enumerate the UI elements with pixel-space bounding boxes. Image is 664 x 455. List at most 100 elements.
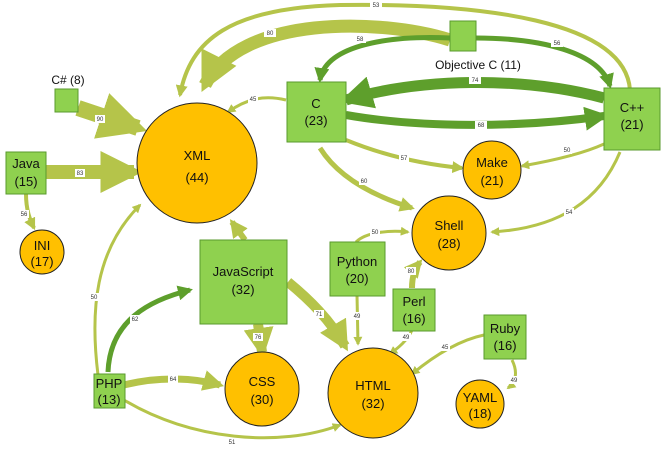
node-yaml-name: YAML [463, 390, 497, 405]
node-css-name: CSS [249, 374, 276, 389]
edge-js-css: 76 [243, 323, 274, 358]
edge-label-python-html: 49 [354, 314, 361, 320]
edge-php-css: 64 [123, 370, 225, 391]
edge-label-objc-xml: 80 [267, 31, 274, 37]
edge-perl-shell: 80 [403, 259, 423, 289]
node-javascript-count: (32) [231, 282, 254, 297]
node-php-name: PHP [96, 376, 123, 391]
edge-label-objc-cpp: 56 [554, 41, 561, 47]
edge-python-html: 49 [352, 294, 363, 346]
node-java-name: Java [12, 156, 40, 171]
node-javascript-name: JavaScript [213, 264, 274, 279]
node-ini[interactable]: INI (17) [19, 229, 65, 275]
edges: 53 80 58 56 74 68 [19, 1, 632, 446]
edge-java-xml: 83 [46, 151, 143, 193]
edge-js-xml [229, 219, 248, 242]
edge-label-cpp-make: 50 [564, 148, 571, 154]
edge-label-c-make: 57 [401, 156, 408, 162]
edge-label-objc-c: 58 [357, 37, 364, 43]
node-java-count: (15) [14, 174, 37, 189]
edge-objc-c: 58 [314, 35, 451, 83]
node-php[interactable]: PHP (13) [93, 373, 126, 409]
edge-objc-xml: 80 [199, 19, 452, 92]
edge-label-java-ini: 56 [21, 212, 28, 218]
edge-label-csharp-xml: 90 [97, 117, 104, 123]
edge-label-cpp-shell: 54 [566, 210, 573, 216]
node-xml[interactable]: XML (44) [136, 102, 258, 224]
edge-label-php-js: 62 [132, 317, 139, 323]
edge-label-js-html: 71 [316, 312, 323, 318]
node-ruby-count: (16) [493, 338, 516, 353]
node-html-name: HTML [355, 378, 390, 393]
edge-c-shell: 60 [317, 146, 415, 212]
node-php-count: (13) [97, 392, 120, 407]
edge-label-cpp-c: 74 [472, 78, 479, 84]
node-csharp[interactable]: C# (8) [51, 73, 85, 113]
node-perl-count: (16) [402, 311, 425, 326]
node-ini-count: (17) [30, 254, 53, 269]
node-objc-label: Objective C (11) [435, 58, 521, 72]
node-csharp-label: C# (8) [51, 73, 84, 87]
edge-c-cpp: 68 [345, 106, 609, 131]
node-make-count: (21) [480, 173, 503, 188]
edge-label-php-html: 51 [229, 440, 236, 446]
edge-c-xml: 45 [226, 95, 287, 114]
edge-c-make: 57 [345, 138, 465, 174]
node-python-name: Python [337, 254, 377, 269]
edge-ruby-yaml: 49 [506, 359, 519, 390]
node-make[interactable]: Make (21) [462, 140, 522, 200]
edge-cpp-make: 50 [520, 142, 605, 170]
edge-label-perl-shell: 80 [408, 269, 415, 275]
edge-python-shell: 50 [354, 226, 410, 244]
node-c[interactable]: C (23) [286, 81, 347, 143]
node-html-count: (32) [361, 396, 384, 411]
node-shell-name: Shell [435, 218, 464, 233]
node-make-name: Make [476, 155, 508, 170]
edge-label-cpp-xml: 53 [373, 3, 380, 9]
edge-cpp-c: 74 [339, 76, 606, 109]
node-yaml[interactable]: YAML (18) [455, 379, 505, 429]
node-c-name: C [311, 96, 320, 111]
node-cpp-count: (21) [620, 117, 643, 132]
edge-label-php-xml: 50 [91, 295, 98, 301]
node-perl-name: Perl [402, 294, 425, 309]
edge-cpp-shell: 54 [490, 151, 622, 237]
node-ruby[interactable]: Ruby (16) [483, 314, 527, 360]
node-java[interactable]: Java (15) [5, 151, 47, 195]
edge-php-xml: 50 [89, 203, 142, 376]
edge-js-html: 71 [284, 278, 350, 352]
edge-label-c-cpp: 68 [478, 123, 485, 129]
node-objc[interactable]: Objective C (11) [435, 20, 521, 72]
node-html[interactable]: HTML (32) [327, 347, 419, 439]
edge-label-java-xml: 83 [77, 171, 84, 177]
node-xml-count: (44) [185, 170, 208, 185]
node-perl[interactable]: Perl (16) [392, 288, 436, 332]
edge-cpp-xml: 53 [175, 1, 632, 98]
edge-objc-cpp: 56 [475, 35, 614, 89]
node-cpp-name: C++ [620, 100, 645, 115]
edge-php-html: 51 [123, 398, 342, 446]
nodes: XML (44) C (23) C++ (21) Objective C (11… [5, 20, 661, 439]
edge-label-php-css: 64 [170, 377, 177, 383]
node-xml-name: XML [184, 148, 211, 163]
node-javascript[interactable]: JavaScript (32) [199, 239, 288, 325]
edge-label-python-shell: 50 [372, 230, 379, 236]
node-css-count: (30) [250, 392, 273, 407]
edge-csharp-xml: 90 [75, 93, 148, 139]
node-ruby-name: Ruby [490, 321, 521, 336]
node-python-count: (20) [345, 271, 368, 286]
edge-java-ini: 56 [19, 193, 36, 231]
node-yaml-count: (18) [468, 406, 491, 421]
edge-label-c-shell: 60 [361, 179, 368, 185]
node-cpp[interactable]: C++ (21) [603, 87, 661, 151]
edge-label-js-css: 76 [255, 335, 262, 341]
edge-label-c-xml: 45 [250, 97, 257, 103]
edge-php-js: 62 [105, 285, 193, 373]
node-shell[interactable]: Shell (28) [411, 195, 487, 271]
node-css[interactable]: CSS (30) [224, 351, 300, 427]
node-python[interactable]: Python (20) [329, 241, 386, 297]
edge-perl-html: 49 [388, 329, 414, 356]
node-ini-name: INI [34, 238, 51, 253]
